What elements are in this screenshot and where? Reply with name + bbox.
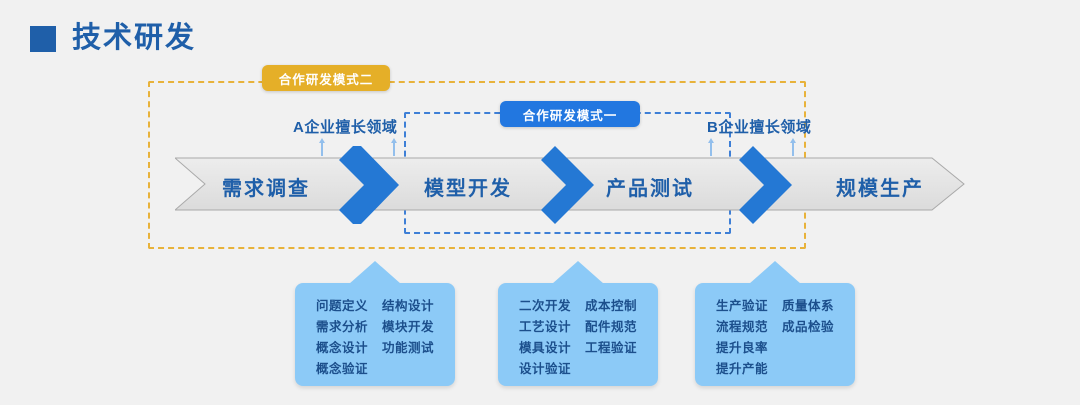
callout-item: 概念验证 bbox=[315, 362, 368, 376]
callout-item: 二次开发 bbox=[518, 299, 571, 313]
callout-item: 提升产能 bbox=[715, 362, 768, 376]
callout-item: 提升良率 bbox=[715, 341, 768, 355]
callout-column-3a: 生产验证 流程规范 提升良率 提升产能 bbox=[716, 297, 768, 378]
stage-label-3: 产品测试 bbox=[606, 178, 694, 200]
callout-tail-icon-3 bbox=[749, 261, 801, 284]
callout-column-3b: 质量体系 成品检验 bbox=[782, 297, 834, 378]
stage-label-4: 规模生产 bbox=[836, 178, 924, 200]
domain-label-company-a: A企业擅长领域 bbox=[293, 119, 398, 136]
callout-item: 问题定义 bbox=[315, 299, 368, 313]
up-arrow-icon-a-right bbox=[389, 136, 398, 156]
callout-item: 成本控制 bbox=[585, 299, 638, 313]
callout-tail-icon-1 bbox=[349, 261, 401, 284]
callout-item: 需求分析 bbox=[315, 320, 368, 334]
badge-mode-two[interactable]: 合作研发模式二 bbox=[262, 65, 390, 91]
callout-column-2a: 二次开发 工艺设计 模具设计 设计验证 bbox=[519, 297, 571, 378]
callout-item: 结构设计 bbox=[382, 299, 435, 313]
title-bullet-icon bbox=[30, 25, 56, 52]
chevron-arrow-2 bbox=[541, 146, 617, 224]
callout-box-2: 二次开发 工艺设计 模具设计 设计验证 成本控制 配件规范 工程验证 bbox=[498, 261, 658, 386]
callout-column-2b: 成本控制 配件规范 工程验证 bbox=[585, 297, 637, 378]
callout-box-3: 生产验证 流程规范 提升良率 提升产能 质量体系 成品检验 bbox=[695, 261, 855, 386]
callout-column-1b: 结构设计 模块开发 功能测试 bbox=[382, 297, 434, 378]
domain-label-company-b: B企业擅长领域 bbox=[707, 119, 812, 136]
up-arrow-icon-a-left bbox=[317, 136, 326, 156]
callout-box-1: 问题定义 需求分析 概念设计 概念验证 结构设计 模块开发 功能测试 bbox=[295, 261, 455, 386]
page-title-text: 技术研发 bbox=[72, 22, 197, 54]
callout-item: 概念设计 bbox=[315, 341, 368, 355]
up-arrow-icon-b-right bbox=[788, 136, 797, 156]
callout-item: 工程验证 bbox=[585, 341, 638, 355]
callout-item: 模块开发 bbox=[382, 320, 435, 334]
stage-label-1: 需求调查 bbox=[222, 178, 310, 200]
callout-item: 生产验证 bbox=[715, 299, 768, 313]
callout-item: 成品检验 bbox=[782, 320, 835, 334]
callout-item: 功能测试 bbox=[382, 341, 435, 355]
callout-item: 配件规范 bbox=[585, 320, 638, 334]
callout-tail-icon-2 bbox=[552, 261, 604, 284]
callout-item: 模具设计 bbox=[518, 341, 571, 355]
callout-item: 工艺设计 bbox=[518, 320, 571, 334]
callout-item: 质量体系 bbox=[782, 299, 835, 313]
callout-column-1a: 问题定义 需求分析 概念设计 概念验证 bbox=[316, 297, 368, 378]
callout-item: 设计验证 bbox=[518, 362, 571, 376]
page-title: 技术研发 bbox=[30, 24, 196, 53]
callout-item: 流程规范 bbox=[715, 320, 768, 334]
up-arrow-icon-b-left bbox=[706, 136, 715, 156]
badge-mode-one[interactable]: 合作研发模式一 bbox=[500, 101, 640, 127]
stage-label-2: 模型开发 bbox=[424, 178, 512, 200]
chevron-arrow-3 bbox=[739, 146, 815, 224]
chevron-arrow-1 bbox=[339, 146, 415, 224]
